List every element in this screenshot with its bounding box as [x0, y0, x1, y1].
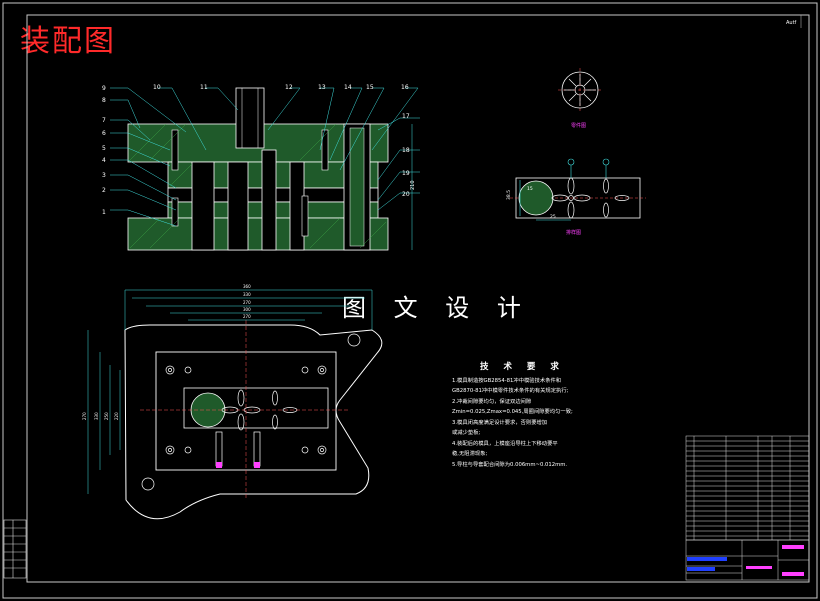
technical-requirements: 技 术 要 求 1.模具制造按GB2854-81冲中模验技术条件和 GB2870…	[452, 362, 667, 470]
die-shank	[235, 87, 265, 149]
tech-line: 稳,无阻滞现象;	[452, 451, 488, 457]
strip-dim-3: 15	[527, 186, 533, 192]
tech-line: 2.冲裁间隙要均匀，保证双边间隙	[452, 398, 532, 405]
part-number-7: 7	[102, 117, 106, 124]
plan-view	[87, 289, 383, 520]
corner-mark: Autf	[786, 20, 797, 26]
svg-text:270: 270	[243, 314, 251, 319]
part-number-6: 6	[102, 130, 106, 137]
part-number-16: 16	[401, 84, 409, 91]
svg-text:330: 330	[94, 412, 99, 420]
part-number-11: 11	[200, 84, 208, 91]
part-number-labels: 1 2 3 4 5 6 7 8 9 10 11 12 13 14 15 16 1…	[102, 84, 410, 216]
part-number-2: 2	[102, 187, 106, 194]
tech-line: Zmin=0.025,Zmax=0.045,周圈间隙要均匀一致;	[452, 409, 573, 415]
part-number-12: 12	[285, 84, 293, 91]
svg-text:360: 360	[243, 284, 251, 289]
strip-layout-label: 排样图	[566, 229, 581, 236]
part-number-10: 10	[153, 84, 161, 91]
tech-line: 或减少垫板;	[452, 430, 481, 436]
svg-text:330: 330	[243, 292, 251, 297]
part-number-4: 4	[102, 157, 106, 164]
drawing-title: 装配图	[20, 24, 116, 59]
svg-text:250: 250	[104, 412, 109, 420]
part-view-label: 零件图	[571, 122, 586, 129]
svg-text:220: 220	[114, 412, 119, 420]
plan-dims: 360 330 270 300 270 270 330 250 220	[82, 284, 251, 420]
part-number-8: 8	[102, 97, 106, 104]
tech-heading: 技 术 要 求	[480, 362, 565, 372]
part-number-3: 3	[102, 172, 106, 179]
svg-text:270: 270	[82, 412, 87, 420]
part-number-17: 17	[402, 113, 410, 120]
part-number-1: 1	[102, 209, 106, 216]
tech-line: 4.装配后的模具，上模座沿导柱上下移动要平	[452, 440, 558, 447]
part-number-13: 13	[318, 84, 326, 91]
tech-line: 5.导柱与导套配合间隙为0.006mm~0.012mm.	[452, 461, 568, 468]
part-number-9: 9	[102, 85, 106, 92]
section-view	[110, 87, 420, 251]
part-number-20: 20	[402, 191, 410, 198]
part-drawing	[558, 68, 602, 112]
revision-block	[3, 519, 27, 579]
tech-line: 3.模具闭高度满足设计要求，否则要增加	[452, 419, 548, 426]
inner-border	[26, 14, 810, 583]
title-block	[685, 539, 810, 581]
strip-dim-2: 25	[550, 214, 556, 220]
section-dim: 210	[410, 180, 416, 190]
svg-text:300: 300	[243, 307, 251, 312]
tech-line: GB2870-81冲中模零件技术条件的有关规定执行;	[452, 388, 569, 394]
bill-of-materials	[685, 435, 810, 541]
part-number-15: 15	[366, 84, 374, 91]
tech-line: 1.模具制造按GB2854-81冲中模验技术条件和	[452, 377, 562, 384]
strip-layout	[510, 158, 646, 221]
part-number-18: 18	[402, 147, 410, 154]
part-number-19: 19	[402, 170, 410, 177]
part-number-5: 5	[102, 145, 106, 152]
strip-dim-1: 38.5	[506, 190, 512, 200]
part-number-14: 14	[344, 84, 352, 91]
svg-text:270: 270	[243, 300, 251, 305]
